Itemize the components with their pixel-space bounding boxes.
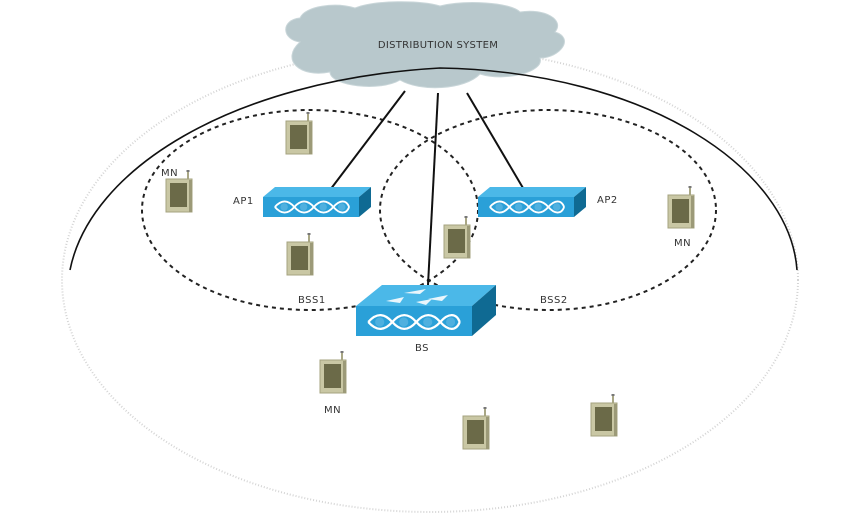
mobile-node-icon[interactable] xyxy=(462,407,490,450)
mobile-node-icon[interactable] xyxy=(443,216,471,259)
link-ds-ap1 xyxy=(329,90,406,191)
bss1-label: BSS1 xyxy=(298,295,326,306)
mobile-node-icon[interactable] xyxy=(590,394,618,437)
mobile-node-icon[interactable] xyxy=(286,233,314,276)
bss2-label: BSS2 xyxy=(540,295,568,306)
base-station-bs[interactable] xyxy=(356,285,496,336)
mobile-node-icon[interactable] xyxy=(285,112,313,155)
ap2-label: AP2 xyxy=(597,195,618,206)
bs-label: BS xyxy=(415,343,429,354)
access-point-ap2[interactable] xyxy=(478,187,586,217)
mobile-node-icon[interactable] xyxy=(667,186,695,229)
access-point-ap1[interactable] xyxy=(263,187,371,217)
mn-label: MN xyxy=(324,405,341,416)
bss2-area xyxy=(379,109,717,311)
mn-label: MN xyxy=(161,168,178,179)
ess-boundary xyxy=(69,67,798,271)
distribution-system-label: DISTRIBUTION SYSTEM xyxy=(378,40,498,51)
mobile-node-icon[interactable] xyxy=(319,351,347,394)
mn-label: MN xyxy=(674,238,691,249)
distribution-system-cloud: DISTRIBUTION SYSTEM xyxy=(285,1,565,89)
link-ds-ap2 xyxy=(466,92,524,189)
link-ds-bs xyxy=(427,92,439,286)
ap1-label: AP1 xyxy=(233,196,254,207)
